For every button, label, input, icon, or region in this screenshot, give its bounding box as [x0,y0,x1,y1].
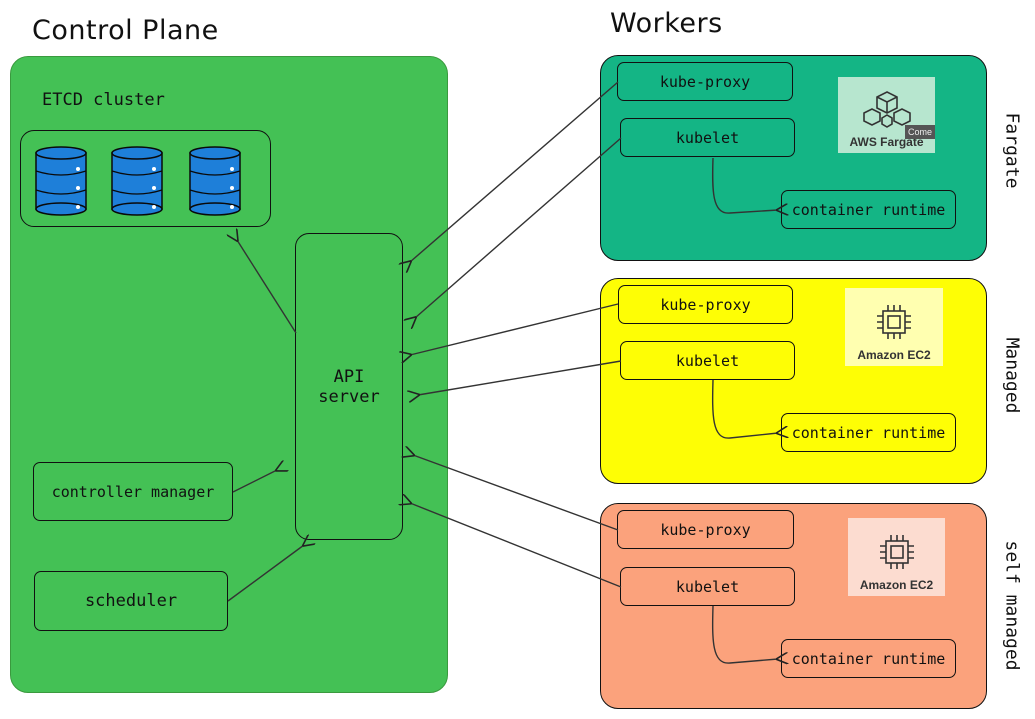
fargate-cubes-icon [862,91,911,128]
scheduler-box: scheduler [34,571,228,631]
control-plane-title: Control Plane [32,15,219,46]
api-server-label: API server [318,366,380,407]
self-managed-kubelet-arrow [410,503,622,588]
container-runtime-label: container runtime [791,423,946,442]
kube-proxy-label: kube-proxy [660,520,751,539]
api-to-etcd-arrow [237,240,297,334]
fargate-kubelet-arrow [415,137,622,318]
ec2-chip-icon [879,535,914,569]
ec2-chip-icon [877,305,911,339]
ec2-logo-text: Amazon EC2 [857,348,931,362]
api-server-box: API server [295,233,403,540]
kubelet-label: kubelet [675,577,740,596]
fargate-kubelet-to-runtime-arrow [711,157,778,213]
fargate-kubelet-box: kubelet [620,118,795,157]
amazon-ec2-logo: Amazon EC2 [845,288,943,366]
ec2-logo-text: Amazon EC2 [859,578,934,592]
etcd-cluster-label: ETCD cluster [42,90,165,110]
managed-kube-proxy-arrow [410,303,619,355]
controller-manager-box: controller manager [33,462,233,521]
self-managed-kubelet-to-runtime-arrow [711,605,778,663]
managed-kubelet-to-runtime-arrow [711,379,778,439]
controller-to-api-arrow [232,470,277,493]
database-icon [111,146,163,216]
amazon-ec2-logo: Amazon EC2 [848,518,945,596]
aws-fargate-logo: AWS Fargate Come [838,77,935,153]
kube-proxy-label: kube-proxy [659,72,751,91]
fargate-kube-proxy-arrow [410,81,619,262]
container-runtime-label: container runtime [791,649,946,668]
container-runtime-label: container runtime [791,200,946,219]
database-icon-1 [35,146,87,216]
kube-proxy-label: kube-proxy [660,295,751,314]
scheduler-to-api-arrow [227,545,304,602]
managed-kubelet-arrow [418,360,622,395]
self-managed-kube-proxy-arrow [413,455,619,531]
database-icon [35,146,87,216]
scheduler-label: scheduler [84,591,178,611]
workers-title: Workers [610,8,723,39]
managed-kube-proxy-box: kube-proxy [618,285,793,324]
etcd-cluster-box [20,130,271,227]
kubelet-label: kubelet [675,128,740,147]
logo-overlay-text: Come [904,125,935,139]
controller-manager-label: controller manager [51,482,215,501]
database-icon [189,146,241,216]
kubelet-label: kubelet [675,351,740,370]
fargate-kube-proxy-box: kube-proxy [617,62,793,101]
